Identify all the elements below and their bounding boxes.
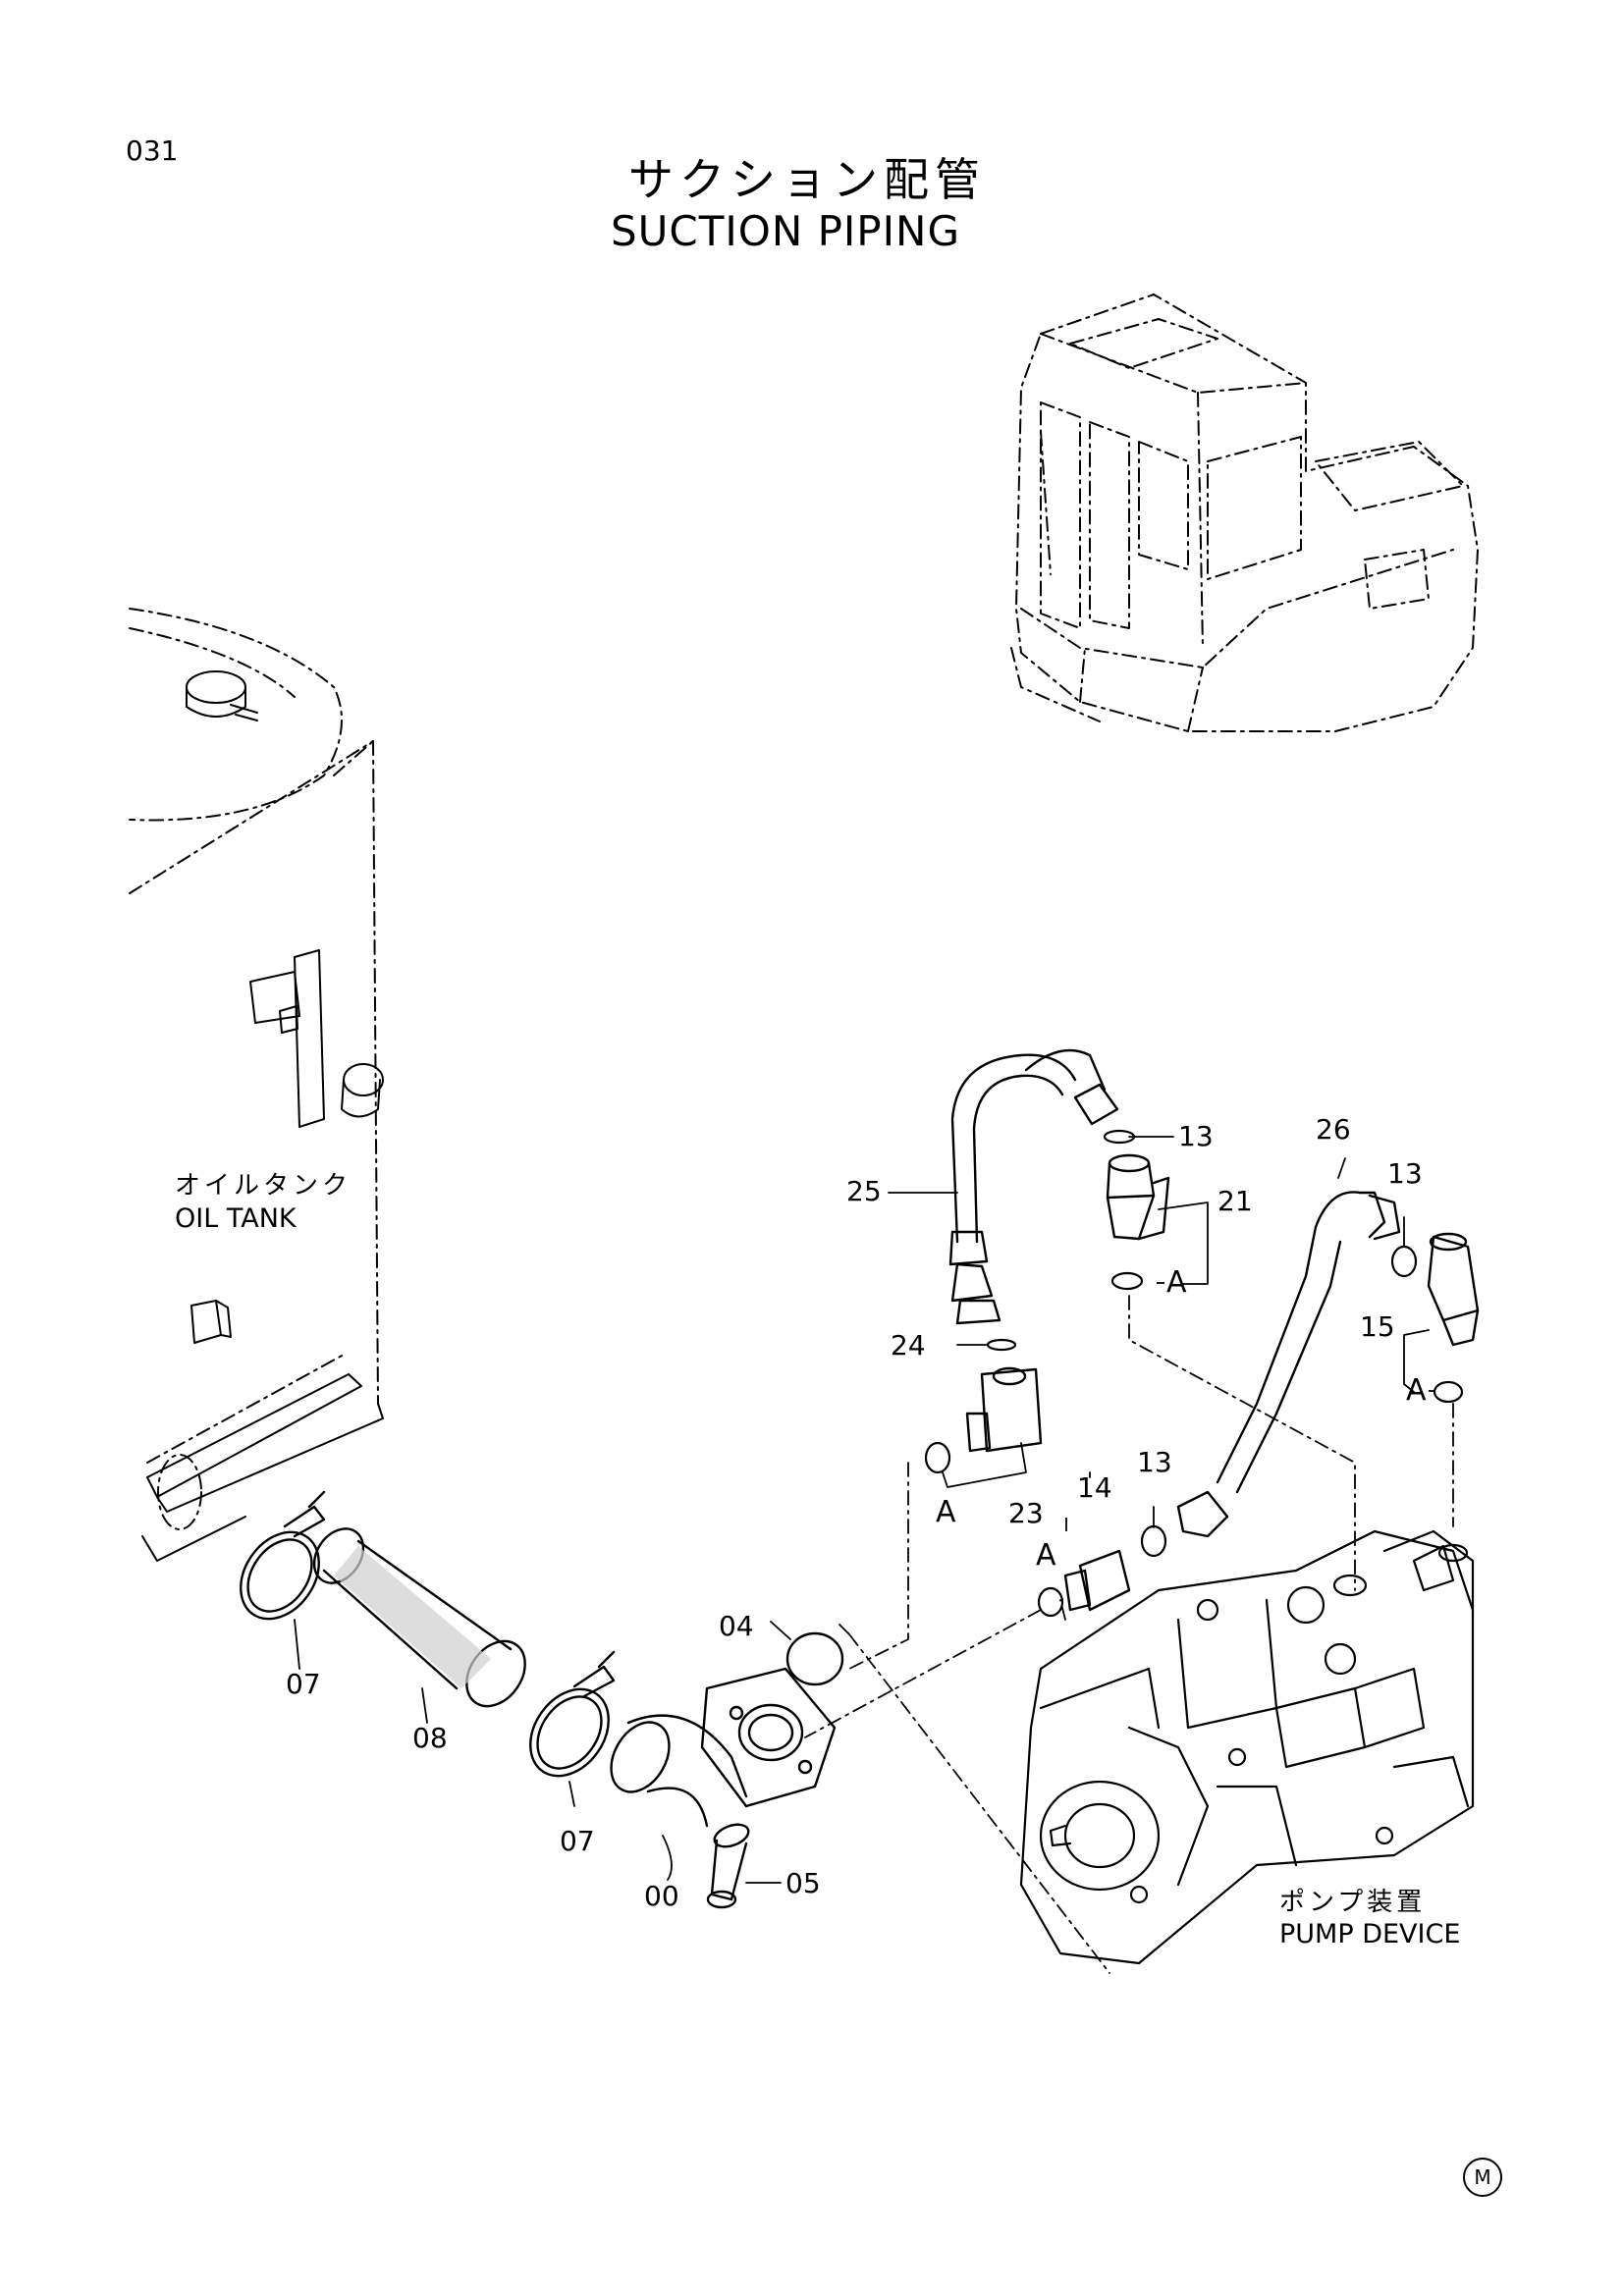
page-number: 031 xyxy=(126,134,179,167)
o-ring-23 xyxy=(924,1441,951,1474)
suction-elbow xyxy=(610,1667,837,1828)
callout-24: 24 xyxy=(891,1329,926,1362)
callout-13-mid: 13 xyxy=(1137,1446,1172,1478)
adapter-21 xyxy=(1106,1153,1170,1241)
callout-26: 26 xyxy=(1316,1113,1351,1146)
o-ring-15 xyxy=(1433,1380,1464,1404)
reference-a-4: A xyxy=(1036,1538,1056,1573)
title-japanese: サクション配管 xyxy=(628,153,986,206)
title-english: SUCTION PIPING xyxy=(611,207,960,255)
o-ring-04 xyxy=(785,1631,844,1686)
reference-a-2: A xyxy=(936,1495,956,1529)
pump-device-label-en: PUMP DEVICE xyxy=(1279,1919,1461,1949)
footer-mark: M xyxy=(1463,2158,1502,2197)
callout-25: 25 xyxy=(846,1175,882,1207)
o-ring-21 xyxy=(1110,1271,1144,1291)
leader-lines xyxy=(294,1136,1430,1884)
adapter-15 xyxy=(1427,1232,1480,1347)
callout-07-right: 07 xyxy=(560,1825,595,1857)
suction-hose xyxy=(312,1527,526,1708)
reference-lines xyxy=(804,1295,1454,1974)
oil-tank-label-jp: オイルタンク xyxy=(175,1171,352,1201)
reference-a-3: A xyxy=(1406,1373,1427,1408)
callout-00: 00 xyxy=(644,1880,679,1912)
callout-21: 21 xyxy=(1217,1185,1253,1217)
callout-13-top: 13 xyxy=(1178,1120,1214,1152)
o-ring-14 xyxy=(1037,1586,1064,1618)
callout-15: 15 xyxy=(1360,1310,1395,1343)
hose-26 xyxy=(1176,1191,1401,1538)
o-ring-24 xyxy=(986,1338,1017,1352)
oil-tank-label-en: OIL TANK xyxy=(175,1203,297,1234)
machine-overview-illustration xyxy=(1010,294,1479,732)
adapter-14 xyxy=(1063,1549,1131,1612)
hose-clamp-left xyxy=(240,1490,326,1621)
reference-a-1: A xyxy=(1166,1265,1187,1300)
callout-23: 23 xyxy=(1008,1497,1044,1529)
adapter-23 xyxy=(965,1366,1043,1453)
callout-04: 04 xyxy=(719,1610,754,1642)
pump-device-label-jp: ポンプ装置 xyxy=(1279,1888,1427,1917)
hose-25 xyxy=(948,1048,1119,1325)
bolt xyxy=(706,1823,750,1909)
callout-08: 08 xyxy=(412,1722,448,1754)
callout-13-right: 13 xyxy=(1387,1157,1423,1190)
oil-tank-illustration xyxy=(129,608,384,1562)
pump-device-illustration xyxy=(1019,1529,1475,1965)
callout-07-left: 07 xyxy=(286,1668,321,1700)
callout-14: 14 xyxy=(1077,1471,1112,1504)
callout-05: 05 xyxy=(785,1867,821,1899)
hose-clamp-right xyxy=(529,1650,616,1778)
